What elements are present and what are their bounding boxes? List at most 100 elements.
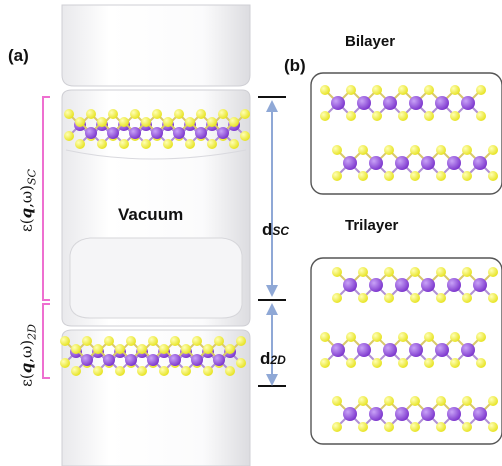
chalcogen-atom [159,366,169,376]
bilayer-atoms [320,85,498,181]
metal-atom [331,343,345,357]
chalcogen-atom [214,336,224,346]
chalcogen-atom [462,171,472,181]
metal-atom [343,407,357,421]
vacuum-label: Vacuum [118,205,184,224]
metal-atom [357,96,371,110]
chalcogen-atom [410,396,420,406]
metal-atom [173,127,185,139]
metal-atom [125,354,137,366]
metal-atom [85,127,97,139]
metal-atom [107,127,119,139]
chalcogen-atom [141,117,151,127]
chalcogen-atom [64,131,74,141]
chalcogen-atom [93,344,103,354]
metal-atom [369,407,383,421]
dimension-markers [258,96,286,387]
chalcogen-atom [196,109,206,119]
chalcogen-atom [410,422,420,432]
epsilon-2d-label: ε(q,ω)2D [17,324,39,387]
chalcogen-atom [346,332,356,342]
metal-atom [421,156,435,170]
chalcogen-atom [410,293,420,303]
metal-atom [343,156,357,170]
metal-atom [217,127,229,139]
bottom-2d-atom-layer [60,336,246,376]
chalcogen-atom [207,117,217,127]
chalcogen-atom [320,111,330,121]
chalcogen-atom [192,336,202,346]
metal-atom [447,278,461,292]
chalcogen-atom [130,109,140,119]
chalcogen-atom [488,396,498,406]
twod-bracket [42,303,50,379]
chalcogen-atom [436,293,446,303]
chalcogen-atom [152,109,162,119]
chalcogen-atom [358,422,368,432]
chalcogen-atom [398,85,408,95]
d2d-arrowhead-down [266,374,278,386]
bottom-slab-shell [61,329,251,466]
chalcogen-atom [320,85,330,95]
metal-atom [343,278,357,292]
chalcogen-atom [450,358,460,368]
chalcogen-atom [163,117,173,127]
chalcogen-atom [332,145,342,155]
chalcogen-atom [75,139,85,149]
chalcogen-atom [384,145,394,155]
metal-atom [195,127,207,139]
metal-atom [473,278,487,292]
metal-atom [369,156,383,170]
metal-atom [421,407,435,421]
chalcogen-atom [236,336,246,346]
chalcogen-atom [60,336,70,346]
chalcogen-atom [126,336,136,346]
chalcogen-atom [384,293,394,303]
chalcogen-atom [170,336,180,346]
metal-atom [213,354,225,366]
chalcogen-atom [358,267,368,277]
chalcogen-atom [476,111,486,121]
chalcogen-atom [60,358,70,368]
panel-label-a: (a) [8,46,29,65]
metal-atom [409,96,423,110]
chalcogen-atom [174,109,184,119]
chalcogen-atom [97,139,107,149]
chalcogen-atom [462,267,472,277]
chalcogen-atom [424,332,434,342]
chalcogen-atom [119,117,129,127]
chalcogen-atom [148,336,158,346]
chalcogen-atom [236,358,246,368]
d-sc-label: dSC [262,220,290,239]
metal-atom [421,278,435,292]
chalcogen-atom [372,332,382,342]
chalcogen-atom [462,293,472,303]
chalcogen-atom [398,332,408,342]
chalcogen-atom [346,111,356,121]
sc-bracket [42,96,50,301]
chalcogen-atom [436,171,446,181]
chalcogen-atom [225,366,235,376]
metal-atom [461,96,475,110]
epsilon-sc-label: ε(q,ω)SC [17,169,39,232]
chalcogen-atom [97,117,107,127]
chalcogen-atom [332,293,342,303]
chalcogen-atom [488,267,498,277]
chalcogen-atom [488,171,498,181]
metal-atom [395,278,409,292]
chalcogen-atom [141,139,151,149]
chalcogen-atom [104,336,114,346]
metal-atom [357,343,371,357]
bilayer-title: Bilayer [345,33,396,50]
chalcogen-atom [398,111,408,121]
metal-atom [147,354,159,366]
chalcogen-atom [181,366,191,376]
chalcogen-atom [476,85,486,95]
chalcogen-atom [424,111,434,121]
chalcogen-atom [82,336,92,346]
metal-atom [191,354,203,366]
metal-atom [129,127,141,139]
chalcogen-atom [115,344,125,354]
metal-atom [435,343,449,357]
chalcogen-atom [86,109,96,119]
